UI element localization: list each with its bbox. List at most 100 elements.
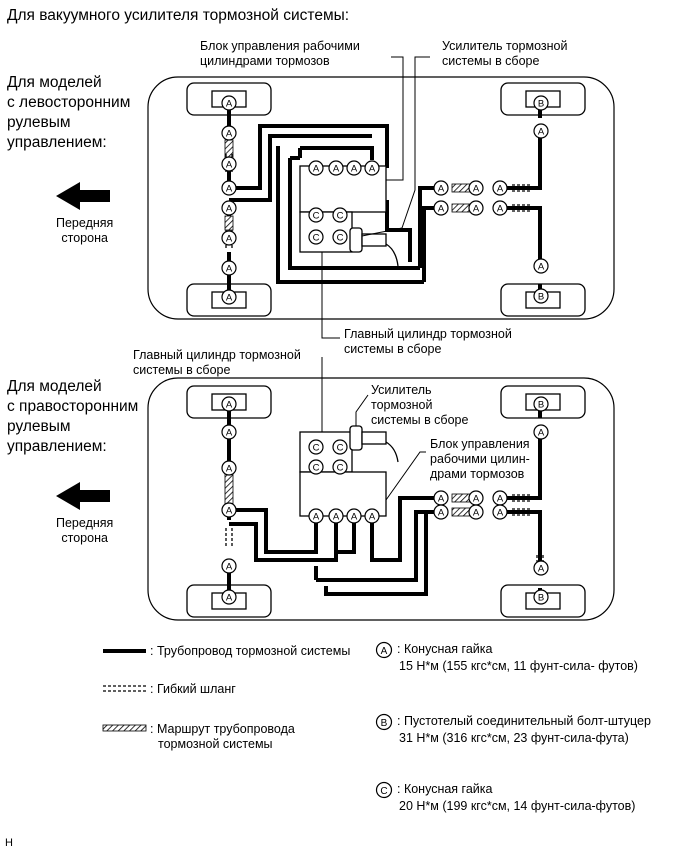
rhd-model-label-line: с правосторонним (7, 398, 139, 415)
callout-line: Усилитель тормозной (442, 39, 568, 53)
svg-text:A: A (473, 204, 480, 215)
svg-text:C: C (313, 463, 320, 474)
svg-text:B: B (538, 292, 544, 303)
svg-text:C: C (337, 443, 344, 454)
callout-line: Главный цилиндр тормозной (133, 348, 301, 362)
fitting-a-icon: A (433, 180, 449, 196)
svg-text:A: A (369, 512, 376, 523)
legend-c-torque: 20 Н*м (199 кгс*см, 14 фунт-сила-футов) (399, 799, 636, 813)
fitting-b-icon: B (533, 396, 549, 412)
fitting-a-icon: A (492, 490, 508, 506)
rhd-callout-booster: Усилитель тормозной системы в сборе (371, 383, 468, 428)
legend-b-title: : Пустотелый соединительный болт-штуцер (397, 714, 651, 728)
svg-text:B: B (538, 400, 544, 411)
wheel (186, 82, 586, 317)
fitting-c-icon: C (332, 459, 348, 475)
callout-line: цилиндрами тормозов (200, 54, 330, 68)
lhd-callout-booster: Усилитель тормозной системы в сборе (442, 39, 567, 69)
fitting-b-icon: B (533, 288, 549, 304)
fitting-a-icon: A (308, 508, 324, 524)
front-arrow-icon (56, 182, 110, 210)
svg-text:C: C (313, 211, 320, 222)
front-label-line: Передняя (56, 516, 114, 530)
fitting-a-icon: A (364, 160, 380, 176)
svg-text:A: A (473, 508, 480, 519)
svg-text:A: A (538, 428, 545, 439)
fitting-a-icon: A (221, 396, 237, 412)
extra-lines (290, 146, 374, 160)
fitting-a-icon: A (328, 508, 344, 524)
svg-text:A: A (369, 164, 376, 175)
fitting-a-icon: A (221, 156, 237, 172)
svg-text:C: C (313, 443, 320, 454)
svg-text:A: A (226, 204, 233, 215)
fitting-a-icon: A (221, 125, 237, 141)
fitting-b-icon: B (533, 95, 549, 111)
callout-line: Блок управления (430, 437, 530, 451)
front-label-line: сторона (61, 531, 108, 545)
svg-text:C: C (337, 233, 344, 244)
front-label-line: Передняя (56, 216, 114, 230)
legend-flex-hose-symbol (103, 685, 146, 692)
fitting-a-icon: A (328, 160, 344, 176)
fitting-a-icon: A (468, 200, 484, 216)
front-label-line: сторона (61, 231, 108, 245)
svg-text:B: B (381, 718, 388, 729)
fitting-a-icon: A (221, 589, 237, 605)
fitting-c-icon: C (332, 439, 348, 455)
svg-text:B: B (538, 593, 544, 604)
fitting-a-icon: A (221, 289, 237, 305)
fitting-a-icon: A (364, 508, 380, 524)
legend-b-icon: B (375, 713, 393, 731)
callout-line: тормозной (371, 398, 433, 412)
svg-text:A: A (226, 184, 233, 195)
lhd-model-label-line: управлением: (7, 134, 107, 151)
callout-line: системы в сборе (133, 363, 231, 377)
leader-lines (321, 357, 426, 501)
footer-mark: H (5, 837, 13, 849)
brake-lines (227, 104, 542, 296)
svg-text:A: A (438, 204, 445, 215)
fitting-a-icon: A (221, 558, 237, 574)
callout-line: системы в сборе (371, 413, 469, 427)
callout-line: системы в сборе (344, 342, 442, 356)
fitting-a-icon: A (346, 160, 362, 176)
fitting-c-icon: C (308, 439, 324, 455)
lhd-model-label-line: с левосторонним (7, 94, 131, 111)
svg-text:A: A (497, 508, 504, 519)
svg-text:A: A (226, 506, 233, 517)
lhd-callout-block: Блок управления рабочими цилиндрами торм… (200, 39, 360, 69)
legend-route-label: : Маршрут трубопровода тормозной системы (150, 722, 295, 752)
svg-text:C: C (337, 463, 344, 474)
svg-text:A: A (226, 234, 233, 245)
rhd-model-label-line: рулевым (7, 418, 71, 435)
svg-text:A: A (226, 129, 233, 140)
svg-text:A: A (381, 646, 388, 657)
fitting-a-icon: A (221, 424, 237, 440)
svg-text:C: C (337, 211, 344, 222)
svg-text:A: A (497, 204, 504, 215)
fitting-a-icon: A (533, 258, 549, 274)
fitting-a-icon: A (221, 200, 237, 216)
svg-text:C: C (380, 786, 387, 797)
lhd-callout-master: Главный цилиндр тормозной системы в сбор… (344, 327, 512, 357)
fitting-a-icon: A (433, 490, 449, 506)
callout-line: системы в сборе (442, 54, 540, 68)
fitting-a-icon: A (221, 95, 237, 111)
svg-text:A: A (538, 127, 545, 138)
fitting-a-icon: A (468, 504, 484, 520)
svg-text:A: A (226, 264, 233, 275)
svg-text:A: A (333, 164, 340, 175)
legend-route-symbol (102, 724, 147, 732)
svg-text:A: A (351, 164, 358, 175)
legend-a-icon: A (375, 641, 393, 659)
page-header: Для вакуумного усилителя тормозной систе… (7, 7, 350, 24)
legend-route-line: : Маршрут трубопровода (150, 722, 295, 736)
svg-text:A: A (351, 512, 358, 523)
svg-text:A: A (438, 494, 445, 505)
rhd-front-label: Передняя сторона (56, 516, 113, 546)
lhd-model-label-line: рулевым (7, 114, 71, 131)
legend-brake-line-label: : Трубопровод тормозной системы (150, 644, 351, 658)
svg-text:A: A (497, 184, 504, 195)
